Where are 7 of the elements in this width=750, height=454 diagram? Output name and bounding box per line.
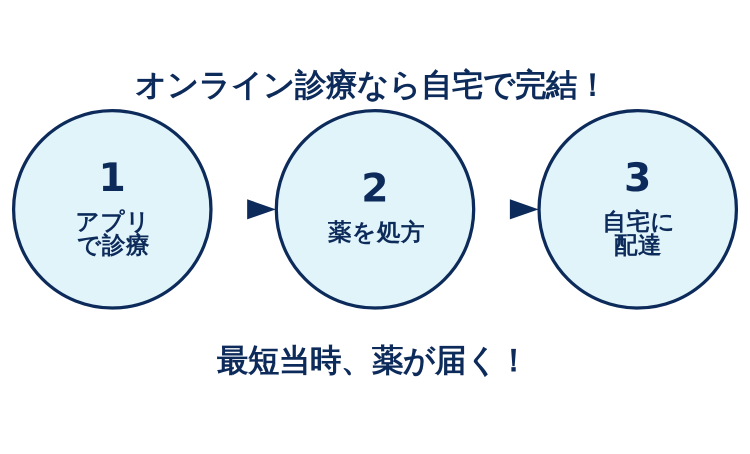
node-circle: 3 自宅に配達 <box>537 109 738 310</box>
node-circle: 1 アプリで診療 <box>12 109 213 310</box>
label: 最短当時、薬が届く！ <box>216 343 529 380</box>
node-circle: 2 薬を処方 <box>274 109 476 310</box>
diagram-title: オンライン診療なら自宅で完結！ <box>135 67 608 104</box>
arrow <box>510 199 539 220</box>
arrow <box>247 199 276 220</box>
